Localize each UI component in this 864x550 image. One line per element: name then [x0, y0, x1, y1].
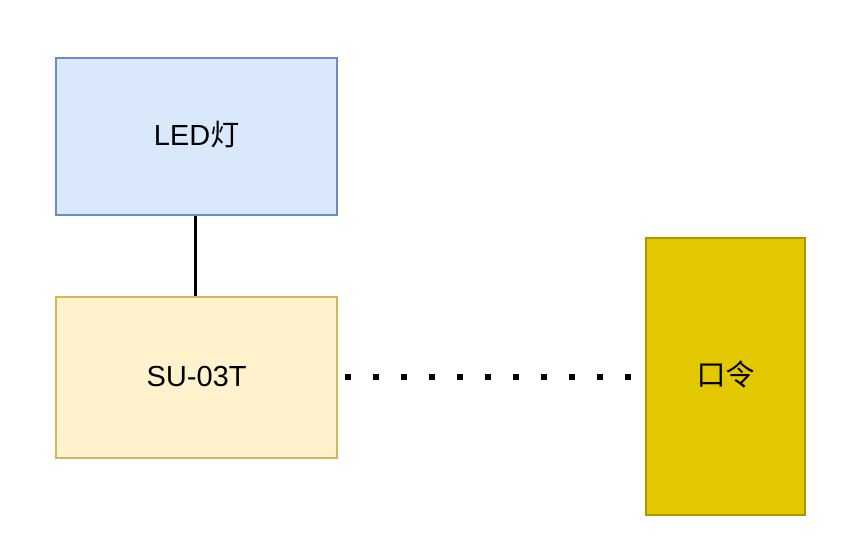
node-su03t-label: SU-03T: [146, 361, 247, 394]
node-led-light-label: LED灯: [153, 120, 240, 153]
node-led-light[interactable]: LED灯: [55, 57, 338, 216]
node-command-label: 口令: [696, 360, 755, 393]
node-command[interactable]: 口令: [645, 237, 806, 516]
node-su03t[interactable]: SU-03T: [55, 296, 338, 459]
